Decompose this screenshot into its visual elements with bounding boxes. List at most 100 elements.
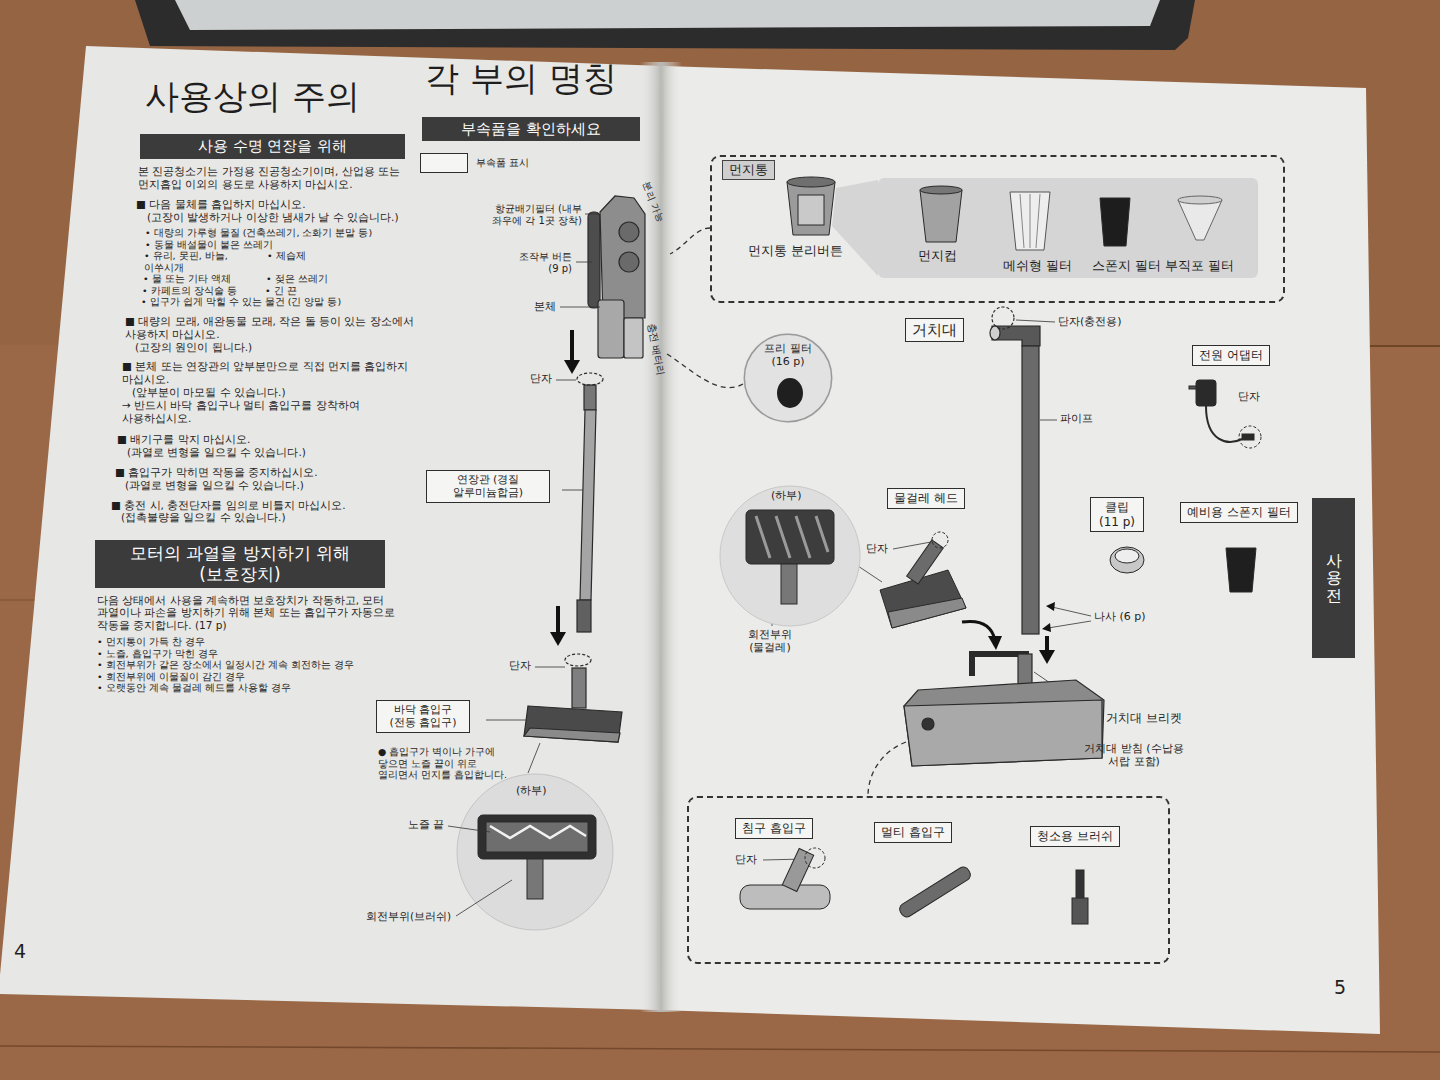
- dust-bin-illustration-part: [787, 177, 835, 187]
- mop-head-illustration-part: [756, 516, 770, 558]
- screw-arrowhead-part: [1046, 602, 1055, 611]
- node-text: 바닥 흡입구 (전동 흡입구): [383, 703, 463, 730]
- tool-illustration-part: [740, 885, 830, 909]
- tool-illustration-part: [805, 848, 825, 868]
- part-label: 거치대 받침 (수납용 서랍 포함): [1084, 742, 1184, 769]
- nozzle-underside-illustration-part: [486, 822, 588, 852]
- part-label: 항균배기필터 (내부 좌우에 각 1곳 장착): [464, 203, 582, 227]
- stick-vacuum-illustration: [524, 196, 645, 742]
- tool-illustration-part: [897, 865, 972, 919]
- stick-vacuum-illustration-part: [619, 222, 639, 242]
- section-band: 모터의 과열을 방지하기 위해 (보호장치): [95, 540, 385, 587]
- caution-text: (과열로 변형을 일으킬 수 있습니다.): [125, 479, 415, 492]
- stick-vacuum-illustration-part: [565, 654, 591, 666]
- dust-bin-illustration-part: [832, 180, 878, 276]
- label-box: 청소용 브러쉬: [1030, 826, 1120, 847]
- label-box: 연장관 (경질 알루미늄합금): [426, 470, 550, 503]
- label-box: 거치대: [905, 318, 964, 342]
- mop-head-illustration-part: [907, 540, 944, 584]
- part-label: 본체: [534, 300, 556, 313]
- leader-line-part: [448, 826, 490, 832]
- caution-text: → 반드시 바닥 흡입구나 멀티 흡입구를 장착하여 사용하십시오.: [122, 399, 415, 425]
- accessory-illustration-part: [1189, 386, 1196, 389]
- stick-vacuum-illustration-part: [584, 385, 596, 410]
- assembly-arrow-part: [1039, 650, 1055, 664]
- screw-arrowhead-part: [1042, 623, 1051, 632]
- booklet-pages-part: [0, 46, 664, 1010]
- dust-bin-illustration-part: [1020, 194, 1024, 248]
- booklet-pages: [0, 46, 1380, 1034]
- leader-line-part: [556, 380, 576, 381]
- dust-bin-illustration-part: [798, 195, 824, 225]
- label-box: 클립 (11 p): [1090, 497, 1144, 532]
- accessory-illustration-part: [1242, 434, 1254, 440]
- leader-line-part: [576, 262, 592, 263]
- dust-bin-illustration-part: [1030, 194, 1031, 248]
- side-tab: 사용 전: [1312, 498, 1355, 658]
- caution-text: ■ 흡입구가 막히면 작동을 중지하십시오.: [115, 466, 415, 479]
- assembly-arrow-part: [556, 606, 560, 634]
- caution-text: • 물 또는 기타 액체: [143, 273, 265, 285]
- node-text: 클립 (11 p): [1097, 500, 1137, 529]
- stick-vacuum-illustration-part: [577, 600, 591, 632]
- nozzle-underside-illustration-part: [457, 774, 613, 930]
- callout-circle-outline: [744, 334, 831, 421]
- stick-vacuum-illustration-part: [624, 318, 643, 358]
- label-box: 바닥 흡입구 (전동 흡입구): [376, 700, 470, 733]
- node-text: 거치대: [912, 321, 957, 339]
- parts-panel: 먼지컵메쉬형 필터스폰지 필터부직포 필터: [878, 178, 1258, 278]
- leader-line-part: [858, 566, 882, 582]
- caution-text: • 카페트의 장식술 등: [142, 285, 265, 297]
- stand-illustration-part: [992, 307, 1014, 329]
- dust-bin-illustration: [787, 177, 1258, 278]
- stick-vacuum-illustration-part: [577, 373, 603, 385]
- node-text: 예비용 스폰지 필터: [1187, 505, 1291, 520]
- dust-bin-illustration-part: [1010, 192, 1050, 250]
- part-label: 조작부 버튼 (9 p): [507, 251, 572, 275]
- caution-text: • 젖은 쓰레기: [266, 273, 415, 285]
- dust-bin-illustration-part: [878, 178, 1258, 278]
- tool-illustration: [740, 848, 1088, 924]
- assembly-arrow-part: [1045, 636, 1049, 652]
- accessory-illustration-part: [1115, 549, 1139, 563]
- caution-text: • 동물 배설물이 붙은 쓰레기: [145, 239, 415, 251]
- legend-entry: 부속품 표시: [420, 153, 529, 173]
- leader-line-part: [560, 307, 600, 308]
- caution-text: • 제습제: [267, 250, 415, 273]
- dust-bin-illustration-part: [1100, 198, 1130, 246]
- caution-text: (고장이 발생하거나 이상한 냄새가 날 수 있습니다.): [147, 211, 415, 224]
- caution-text: 본 진공청소기는 가정용 진공청소기이며, 산업용 또는 먼지흡입 이외의 용도…: [138, 165, 415, 191]
- mop-head-illustration-part: [796, 516, 810, 558]
- accessory-illustration-part: [1239, 426, 1261, 448]
- mop-head-illustration-part: [962, 621, 995, 640]
- caution-text: • 노즐, 흡입구가 막힌 경우: [97, 648, 415, 660]
- dashed-callout-line-part: [868, 742, 906, 796]
- stand-illustration: [904, 307, 1104, 766]
- leader-line-part: [1048, 621, 1091, 628]
- leader-line-part: [535, 667, 565, 668]
- pre-filter-illustration-part: [743, 333, 833, 423]
- section-band: 부속품을 확인하세요: [422, 117, 640, 141]
- stand-illustration-part: [1018, 654, 1032, 684]
- note-text: ● 흡입구가 벽이나 가구에 닿으면 노즐 끝이 위로 열리면서 먼지를 흡입합…: [378, 746, 510, 781]
- assembly-arrow-part: [550, 632, 566, 646]
- stand-illustration-part: [1022, 346, 1039, 634]
- leader-line-part: [456, 880, 512, 916]
- part-label: 단자: [530, 372, 552, 385]
- dust-bin-illustration-part: [1178, 200, 1222, 240]
- caution-text: • 유리, 못핀, 바늘, 이쑤시개: [144, 250, 265, 273]
- label-box: 전원 어댑터: [1192, 345, 1270, 366]
- node-text: 연장관 (경질 알루미늄합금): [433, 473, 543, 500]
- part-label: 단자: [866, 542, 888, 555]
- caution-text: (고장의 원인이 됩니다.): [135, 341, 415, 354]
- accessory-illustration-part: [1110, 547, 1144, 573]
- screw-arrowhead: [1042, 602, 1055, 632]
- stick-vacuum-illustration-part: [619, 252, 639, 272]
- part-label: 단자: [1238, 390, 1260, 403]
- page-number: 4: [14, 940, 26, 963]
- part-label: 충전 배터리: [645, 322, 666, 376]
- leader-line-part: [1040, 420, 1057, 421]
- leader-line-part: [585, 214, 598, 215]
- dashed-group-box: 먼지통먼지통 분리버튼먼지컵메쉬형 필터스폰지 필터부직포 필터: [710, 155, 1285, 303]
